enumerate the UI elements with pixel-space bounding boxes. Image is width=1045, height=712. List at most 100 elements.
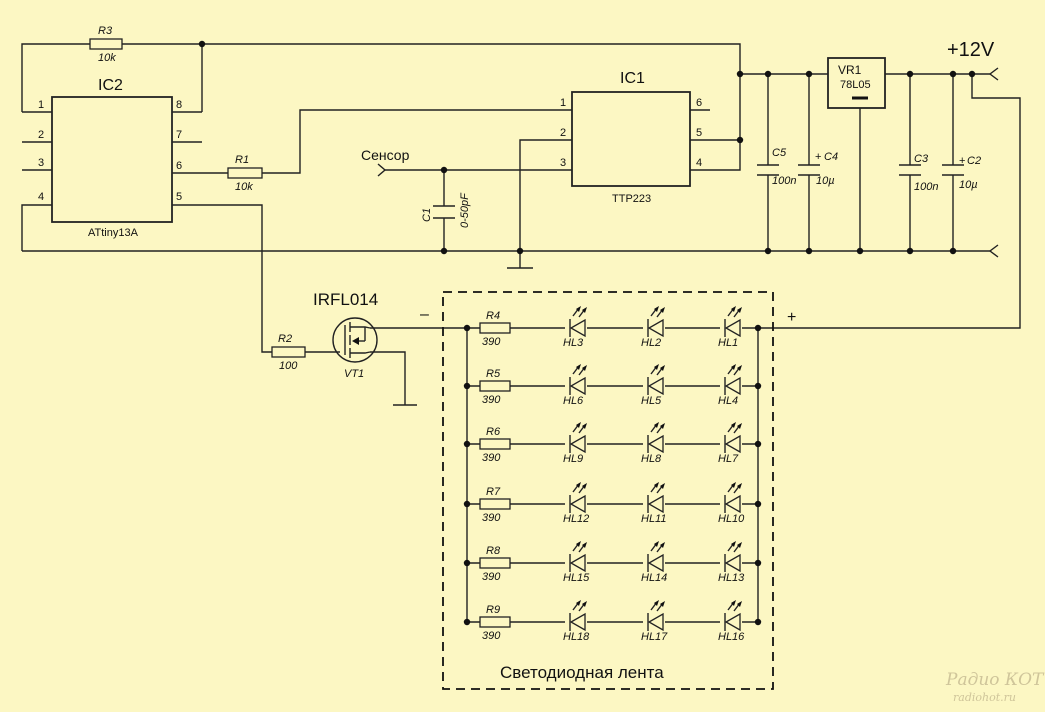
power-label: +12V — [947, 39, 995, 61]
led-icon — [565, 422, 587, 454]
junction-dot — [463, 500, 471, 508]
capacitor-value: 0-50pF — [459, 192, 471, 228]
resistor-value: 390 — [482, 336, 501, 348]
ic2-pin-label: 5 — [176, 191, 182, 203]
capacitor-c1: C1 0-50pF — [421, 192, 471, 228]
ic2-pin-label: 7 — [176, 129, 182, 141]
led-icon — [720, 541, 742, 573]
led-icon — [643, 422, 665, 454]
capacitor-value: 10µ — [959, 179, 978, 191]
transistor-part: IRFL014 — [313, 290, 378, 309]
resistor-name: R6 — [486, 426, 501, 438]
resistor-body — [479, 616, 511, 628]
ic1-pin-label: 6 — [696, 97, 702, 109]
junction-dot — [463, 618, 471, 626]
junction-dot — [754, 440, 762, 448]
junction-dot — [754, 382, 762, 390]
ic2-name: IC2 — [98, 77, 123, 94]
ic1-pin-label: 5 — [696, 127, 702, 139]
ic1-pin-label: 4 — [696, 157, 702, 169]
ic1-pin-label: 3 — [560, 157, 566, 169]
led-icon — [565, 306, 587, 338]
vr1-part: 78L05 — [840, 79, 871, 91]
junction-dots — [198, 40, 976, 255]
wires — [21, 43, 1021, 622]
terminals — [377, 67, 999, 258]
resistor-name: R3 — [98, 25, 113, 37]
resistor-body — [479, 322, 511, 334]
resistor-r3: R3 10k — [89, 25, 123, 64]
strip-minus-label: – — [420, 306, 429, 323]
plus-sign: + — [959, 155, 965, 167]
ic1-pin-label: 2 — [560, 127, 566, 139]
led-label: HL9 — [563, 453, 583, 465]
sensor-label: Сенсор — [361, 147, 410, 163]
led-icon — [565, 600, 587, 632]
watermark-brand: Радио КОТ — [945, 670, 1045, 690]
led-icon — [720, 482, 742, 514]
watermark-site: radiohot.ru — [953, 691, 1016, 704]
led-label: HL6 — [563, 395, 584, 407]
capacitor-name: C4 — [824, 151, 838, 163]
resistor-name: R7 — [486, 486, 501, 498]
led-label: HL12 — [563, 513, 589, 525]
led-icon — [643, 541, 665, 573]
led-label: HL10 — [718, 513, 745, 525]
led-label: HL13 — [718, 572, 745, 584]
led-icon — [565, 482, 587, 514]
resistor-value: 100 — [279, 360, 298, 372]
led-label: HL15 — [563, 572, 590, 584]
resistor-body — [479, 380, 511, 392]
led-label: HL8 — [641, 453, 662, 465]
led-icon — [643, 364, 665, 396]
resistor-name: R4 — [486, 310, 500, 322]
ic2-part: ATtiny13A — [88, 227, 139, 239]
junction-dot — [463, 559, 471, 567]
ic2-pin-label: 8 — [176, 99, 182, 111]
resistor-value: 390 — [482, 571, 501, 583]
led-icon — [643, 482, 665, 514]
led-label: HL4 — [718, 395, 738, 407]
led-label: HL16 — [718, 631, 745, 643]
capacitor-c5: C5 100n — [757, 147, 796, 187]
led-label: HL5 — [641, 395, 662, 407]
junction-dot — [463, 324, 471, 332]
ic1-part: TTP223 — [612, 193, 651, 205]
led-label: HL1 — [718, 337, 738, 349]
ic2-attiny13a: IC2 ATtiny13A 1 2 3 4 8 7 6 5 — [38, 77, 182, 239]
resistor-name: R2 — [278, 333, 292, 345]
ic1-name: IC1 — [620, 70, 645, 87]
watermark-logo: Радио КОТ radiohot.ru — [945, 670, 1045, 704]
resistor-name: R5 — [486, 368, 501, 380]
ic2-pin-label: 2 — [38, 129, 44, 141]
resistor-body — [479, 498, 511, 510]
junction-dot — [754, 618, 762, 626]
capacitor-name: C1 — [421, 208, 433, 222]
ic2-pin-label: 1 — [38, 99, 44, 111]
plus-sign: + — [815, 151, 821, 163]
resistor-value: 390 — [482, 452, 501, 464]
led-label: HL3 — [563, 337, 584, 349]
led-icon — [565, 364, 587, 396]
capacitor-value: 100n — [914, 181, 938, 193]
strip-plus-label: + — [787, 309, 796, 326]
led-row: R7 390 HL12 HL11 HL10 — [463, 482, 762, 525]
resistor-value: 390 — [482, 512, 501, 524]
led-icon — [720, 422, 742, 454]
resistor-name: R8 — [486, 545, 501, 557]
resistor-value: 390 — [482, 630, 501, 642]
junction-dot — [754, 500, 762, 508]
led-icon — [720, 600, 742, 632]
ic1-ttp223: IC1 TTP223 1 2 3 6 5 4 — [560, 70, 702, 205]
led-label: HL11 — [641, 513, 666, 525]
led-icon — [643, 600, 665, 632]
led-label: HL7 — [718, 453, 739, 465]
junction-dot — [463, 440, 471, 448]
led-row: R6 390 HL9 HL8 HL7 — [463, 422, 762, 465]
resistor-body — [479, 557, 511, 569]
